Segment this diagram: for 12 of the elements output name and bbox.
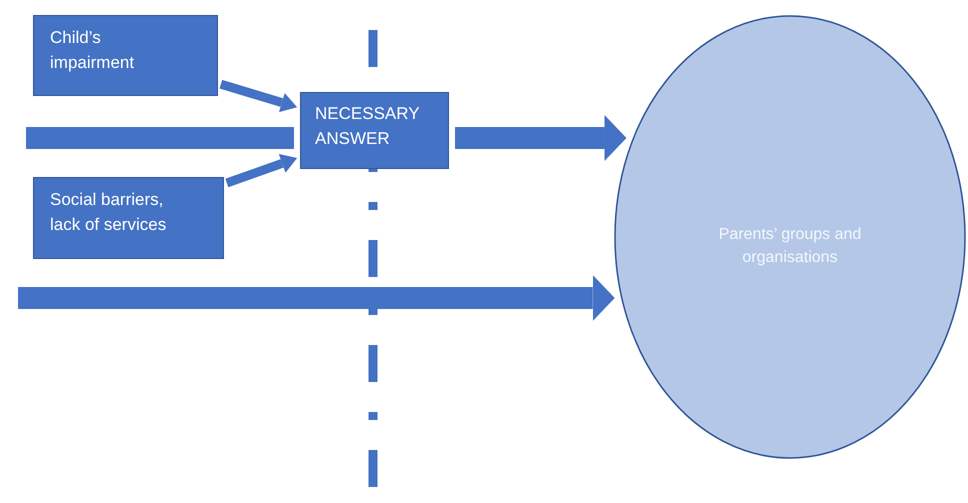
arrow [455,115,626,161]
arrow [220,80,298,112]
process-box [300,92,449,169]
node-label: NECESSARY ANSWER [315,103,420,150]
node-label: Social barriers, lack of services [50,189,168,236]
arrow [225,154,298,188]
ellipse-node [614,15,966,459]
process-box [33,15,218,96]
process-box [33,177,224,259]
node-label: Parents’ groups and organisations [718,225,862,268]
arrow [18,275,615,321]
node-label: Child’s impairment [50,27,136,74]
